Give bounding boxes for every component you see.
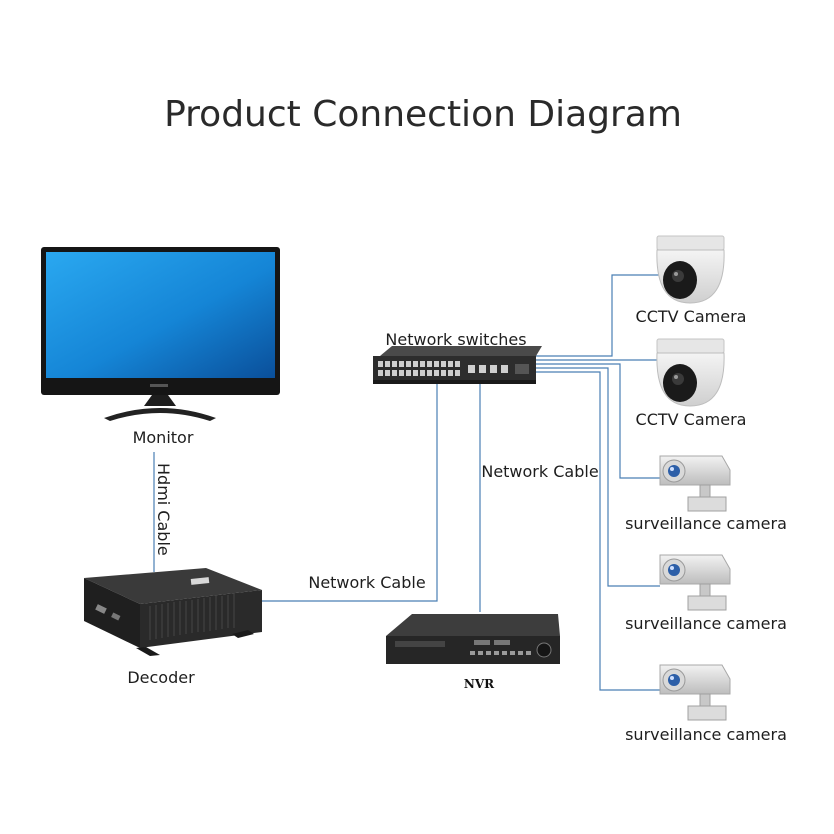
camera-1-label: CCTV Camera bbox=[636, 307, 747, 326]
wires bbox=[153, 274, 660, 691]
camera-3-label: surveillance camera bbox=[625, 514, 787, 533]
dome-camera-icon bbox=[656, 338, 725, 407]
network-switch-label: Network switches bbox=[385, 330, 526, 349]
network-switch-icon bbox=[373, 346, 542, 384]
camera-4-cable-line bbox=[536, 367, 660, 587]
camera-5-label: surveillance camera bbox=[625, 725, 787, 744]
camera-1-cable-line bbox=[536, 274, 660, 357]
monitor-icon bbox=[41, 247, 280, 421]
nvr-icon bbox=[386, 614, 560, 664]
camera-2-label: CCTV Camera bbox=[636, 410, 747, 429]
switch-nvr-cable-label: Network Cable bbox=[481, 462, 598, 481]
monitor-label: Monitor bbox=[133, 428, 194, 447]
decoder-icon bbox=[84, 568, 262, 656]
dome-camera-icon bbox=[656, 235, 725, 304]
decoder-switch-cable-label: Network Cable bbox=[308, 573, 425, 592]
bullet-camera-icon bbox=[659, 664, 731, 721]
nvr-label: NVR bbox=[464, 677, 495, 691]
bullet-camera-icon bbox=[659, 455, 731, 512]
bullet-camera-icon bbox=[659, 554, 731, 611]
camera-3-cable-line bbox=[536, 363, 660, 479]
page-title: Product Connection Diagram bbox=[164, 94, 682, 135]
camera-5-cable-line bbox=[536, 371, 660, 691]
decoder-label: Decoder bbox=[127, 668, 195, 687]
camera-4-label: surveillance camera bbox=[625, 614, 787, 633]
decoder-switch-cable-line bbox=[262, 384, 438, 602]
hdmi-cable-label: Hdmi Cable bbox=[154, 463, 173, 556]
